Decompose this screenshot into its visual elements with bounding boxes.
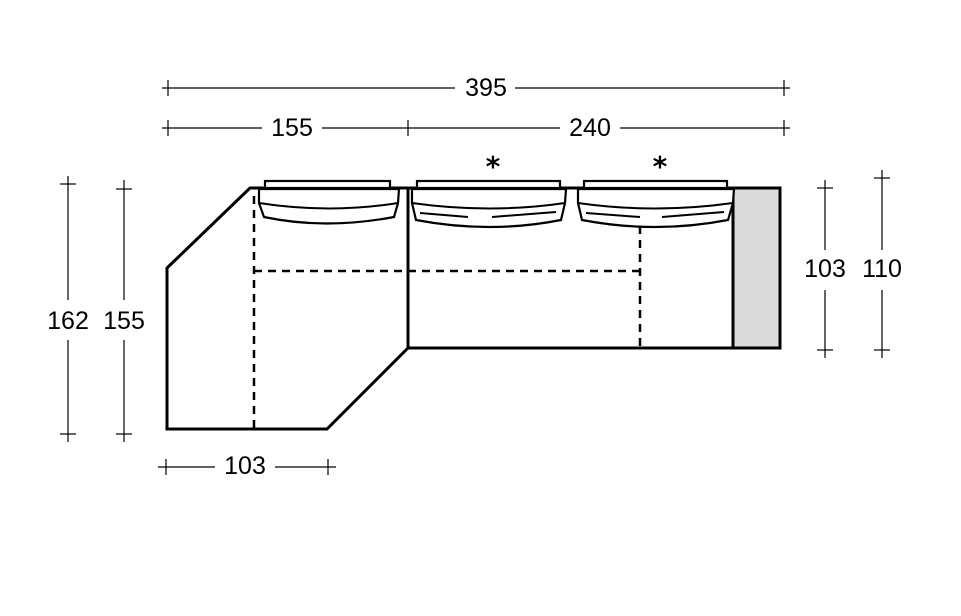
dimension-bottom-width: 103 [158, 452, 336, 480]
sofa-plan: * * [165, 150, 782, 431]
left-module-width-label: 155 [271, 114, 313, 142]
dimension-total-width: 395 [162, 74, 790, 102]
total-width-label: 395 [465, 74, 507, 102]
dimension-left-depths: 162 155 [47, 176, 145, 442]
back-cushion-1 [263, 179, 392, 190]
seat-3-marker: * [653, 150, 668, 183]
right-module-width-label: 240 [569, 114, 611, 142]
seat-2-marker: * [486, 150, 501, 183]
bottom-width-label: 103 [224, 452, 266, 480]
left-total-depth-label: 162 [47, 307, 89, 335]
seat-cushion-1 [257, 187, 401, 225]
dimension-right-depths: 103 110 [804, 170, 902, 358]
right-seat-depth-label: 103 [804, 255, 846, 283]
right-total-depth-label: 110 [862, 255, 902, 283]
left-seat-depth-label: 155 [103, 307, 145, 335]
right-armrest [731, 186, 782, 350]
dimension-module-widths: 155 240 [162, 114, 790, 142]
